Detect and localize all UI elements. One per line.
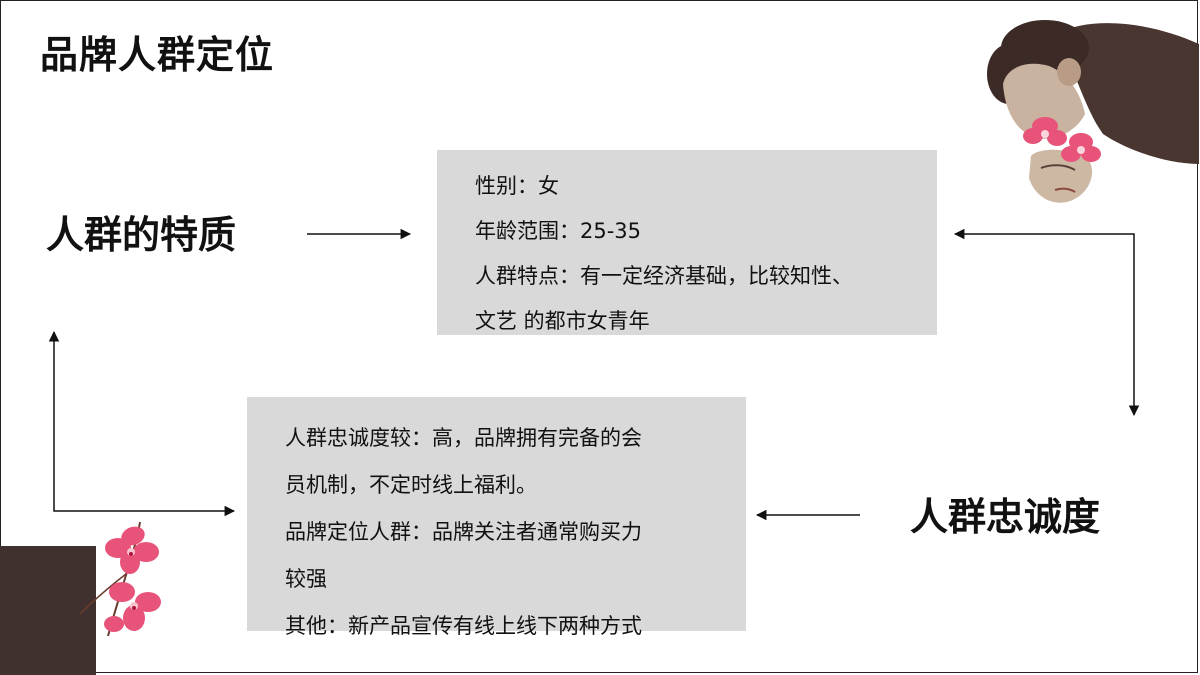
loyalty-line-4: 较强 (285, 567, 327, 591)
traits-line-features-cont: 文艺 的都市女青年 (475, 309, 650, 333)
loyalty-line-3: 品牌定位人群：品牌关注者通常购买力 (285, 520, 642, 544)
loyalty-info-box: 人群忠诚度较：高，品牌拥有完备的会 员机制，不定时线上福利。 品牌定位人群：品牌… (247, 397, 746, 638)
traits-line-features: 人群特点：有一定经济基础，比较知性、 (475, 264, 853, 288)
dark-corner-block (0, 546, 96, 675)
traits-line-age: 年龄范围：25-35 (475, 219, 642, 243)
woman-portrait-icon (987, 20, 1199, 203)
loyalty-line-2: 员机制，不定时线上福利。 (285, 473, 537, 497)
loyalty-line-1: 人群忠诚度较：高，品牌拥有完备的会 (285, 426, 642, 450)
traits-line-gender: 性别：女 (475, 174, 559, 198)
traits-heading: 人群的特质 (46, 213, 237, 257)
orchid-flower-icon (79, 521, 161, 637)
traits-info-box: 性别：女 年龄范围：25-35 人群特点：有一定经济基础，比较知性、 文艺 的都… (437, 150, 937, 335)
loyalty-line-5: 其他：新产品宣传有线上线下两种方式 (285, 614, 642, 638)
loyalty-heading: 人群忠诚度 (910, 495, 1101, 539)
page-title: 品牌人群定位 (40, 33, 275, 77)
